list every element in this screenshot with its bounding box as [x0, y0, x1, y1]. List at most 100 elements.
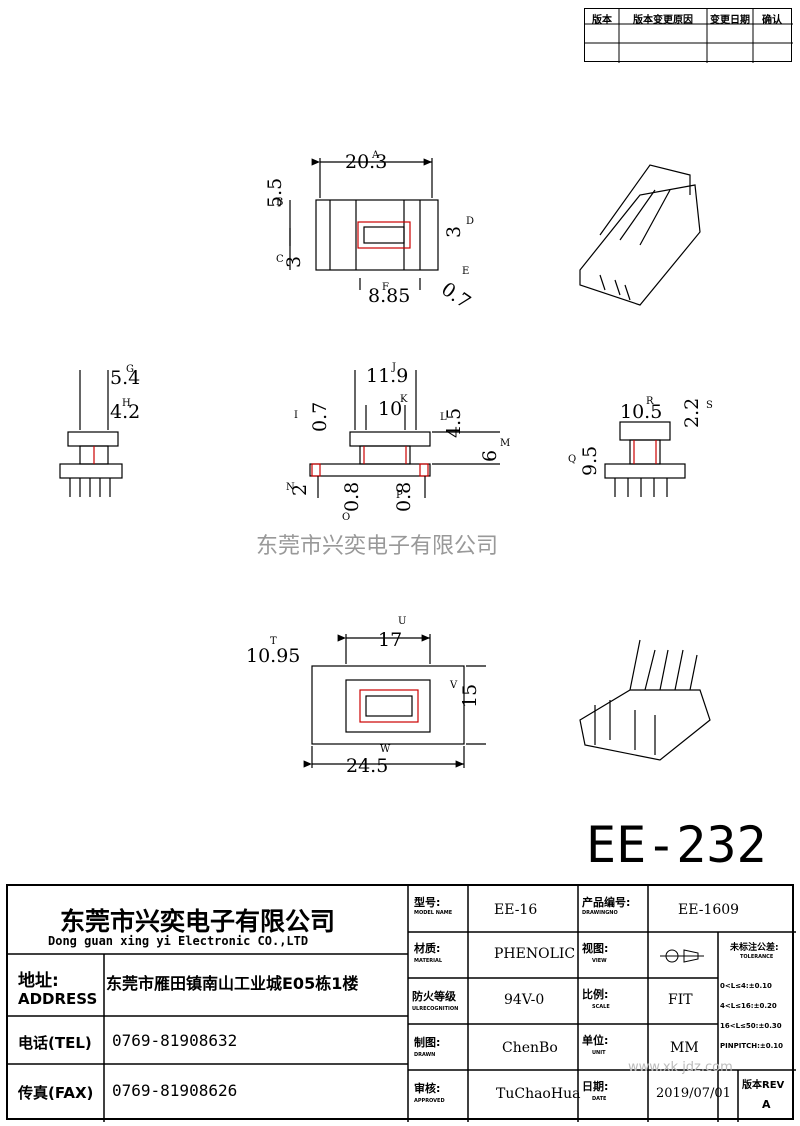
model-value: EE-16 — [494, 902, 538, 918]
iso-view-bottom — [579, 639, 711, 761]
title-block-grid — [8, 886, 796, 1122]
dim-front-t1: 0.7 — [309, 402, 331, 432]
dim-front-pin: 2 — [289, 484, 311, 496]
tolerance-4: PINPITCH:±0.10 — [720, 1042, 784, 1050]
dim-side-top: 5.4 — [110, 367, 140, 389]
product-no-label-en: DRAWINGNO — [582, 910, 618, 916]
tolerance-label: 未标注公差: — [730, 943, 779, 953]
material-label-en: MATERIAL — [414, 958, 443, 964]
bottom-view — [303, 634, 486, 768]
product-no-value: EE-1609 — [678, 902, 740, 918]
fire-value: 94V-0 — [504, 992, 545, 1008]
dim-front-inner-tag: K — [400, 394, 408, 405]
dim-front-width-tag: J — [391, 362, 396, 373]
unit-label-en: UNIT — [592, 1050, 606, 1056]
dim-bottom-left: 10.95 — [246, 645, 300, 667]
drawn-label: 制图: — [414, 1036, 441, 1049]
product-no-label: 产品编号: — [582, 896, 631, 909]
dim-top-bottom: 8.85 — [368, 285, 410, 307]
title-block: 东莞市兴奕电子有限公司 Dong guan xing yi Electronic… — [6, 884, 796, 1122]
dim-bottom-height-tag: V — [449, 680, 458, 691]
address-label: 地址: — [18, 971, 59, 991]
dim-slot-d-tag: D — [466, 216, 474, 227]
address-label-en: ADDRESS — [18, 990, 98, 1008]
dim-top-bottom-tag: F — [382, 282, 389, 293]
unit-label: 单位: — [582, 1034, 609, 1047]
watermark: 东莞市兴奕电子有限公司 — [256, 534, 499, 559]
model-label-en: MODEL NAME — [414, 910, 453, 916]
dim-slot-c-tag: C — [276, 254, 284, 265]
dim-bottom-height: 15 — [459, 684, 481, 708]
company-name-en: Dong guan xing yi Electronic CO.,LTD — [48, 934, 309, 948]
dim-bottom-width-tag: W — [380, 744, 391, 755]
version-label: 版本REV — [742, 1080, 785, 1091]
model-title: EE-232 — [586, 816, 767, 874]
model-label: 型号: — [414, 896, 441, 909]
approved-label: 审核: — [414, 1082, 441, 1095]
view-label-en: VIEW — [592, 958, 607, 964]
fax-value: 0769-81908626 — [112, 1081, 238, 1100]
dim-front-p2-tag: P — [396, 490, 403, 501]
dim-right-height-tag: Q — [568, 454, 576, 465]
dim-front-h2: 6 — [479, 450, 501, 462]
tel-value: 0769-81908632 — [112, 1031, 238, 1050]
version-value: A — [762, 1098, 771, 1111]
date-label-en: DATE — [592, 1096, 607, 1102]
dim-right-side: 2.2 — [681, 398, 703, 428]
rev-header-reason: 版本变更原因 — [633, 15, 693, 26]
dim-right-top-tag: R — [646, 396, 654, 407]
tolerance-2: 4<L≤16:±0.20 — [720, 1002, 777, 1010]
tolerance-label-en: TOLERANCE — [740, 954, 774, 960]
dim-top-height: 5.5 — [264, 178, 286, 208]
approved-label-en: APPROVED — [414, 1098, 445, 1104]
dim-bottom-width: 24.5 — [346, 755, 388, 777]
front-view — [309, 370, 500, 498]
dim-bottom-inner-tag: U — [398, 616, 406, 627]
dim-front-inner: 10 — [378, 398, 402, 420]
date-value: 2019/07/01 — [656, 1086, 731, 1101]
right-view — [604, 421, 686, 497]
dim-front-p1: 0.8 — [341, 482, 363, 512]
dim-bottom-inner: 17 — [378, 629, 402, 651]
approved-value: TuChaoHua — [496, 1086, 581, 1102]
tel-label: 电话(TEL) — [18, 1034, 92, 1052]
dim-diag-tag: E — [462, 266, 469, 277]
dim-front-h1: 4.5 — [443, 408, 465, 438]
scale-label-en: SCALE — [592, 1004, 610, 1010]
fire-label: 防火等级 — [412, 990, 456, 1003]
unit-value: MM — [670, 1040, 699, 1056]
rev-table-grid — [585, 9, 793, 63]
dim-front-t1-tag: I — [294, 410, 298, 421]
tolerance-1: 0<L≤4:±0.10 — [720, 982, 772, 990]
dim-right-side-tag: S — [706, 400, 713, 411]
address-value: 东莞市雁田镇南山工业城E05栋1楼 — [106, 974, 359, 993]
dim-right-height: 9.5 — [579, 446, 601, 476]
dim-side-inner-tag: H — [122, 398, 131, 409]
fire-label-en: ULRECOGNITION — [412, 1006, 459, 1012]
dim-side-inner: 4.2 — [110, 401, 140, 423]
dim-slot-c: 3 — [283, 256, 305, 268]
rev-header-date: 变更日期 — [710, 15, 750, 26]
site-watermark: www.xk jdz.com — [628, 1060, 733, 1075]
dimension-labels: 20.3 A 5.5 B 3 C 3 D 0.7 E 8.85 F 5.4 G … — [110, 150, 713, 777]
dim-front-pin-tag: N — [286, 482, 295, 493]
dim-top-width: 20.3 — [345, 151, 387, 173]
side-view — [59, 370, 123, 497]
drawn-label-en: DRAWN — [414, 1052, 436, 1058]
dim-top-height-tag: B — [276, 197, 283, 208]
fax-label: 传真(FAX) — [18, 1084, 94, 1102]
material-label: 材质: — [414, 942, 441, 955]
revision-table: 版本 版本变更原因 变更日期 确认 — [584, 8, 793, 63]
rev-header-confirm: 确认 — [762, 15, 782, 26]
scale-label: 比例: — [582, 988, 609, 1001]
dim-top-width-tag: A — [371, 150, 380, 161]
view-label: 视图: — [582, 942, 609, 955]
dim-bottom-left-tag: T — [270, 636, 277, 647]
tolerance-3: 16<L≤50:±0.30 — [720, 1022, 782, 1030]
dim-front-p1-tag: O — [342, 512, 350, 523]
dim-right-top: 10.5 — [620, 401, 662, 423]
top-view — [289, 158, 439, 290]
dim-front-h1-tag: L — [440, 412, 447, 423]
projection-symbol-icon — [660, 949, 704, 963]
rev-header-version: 版本 — [592, 15, 612, 26]
